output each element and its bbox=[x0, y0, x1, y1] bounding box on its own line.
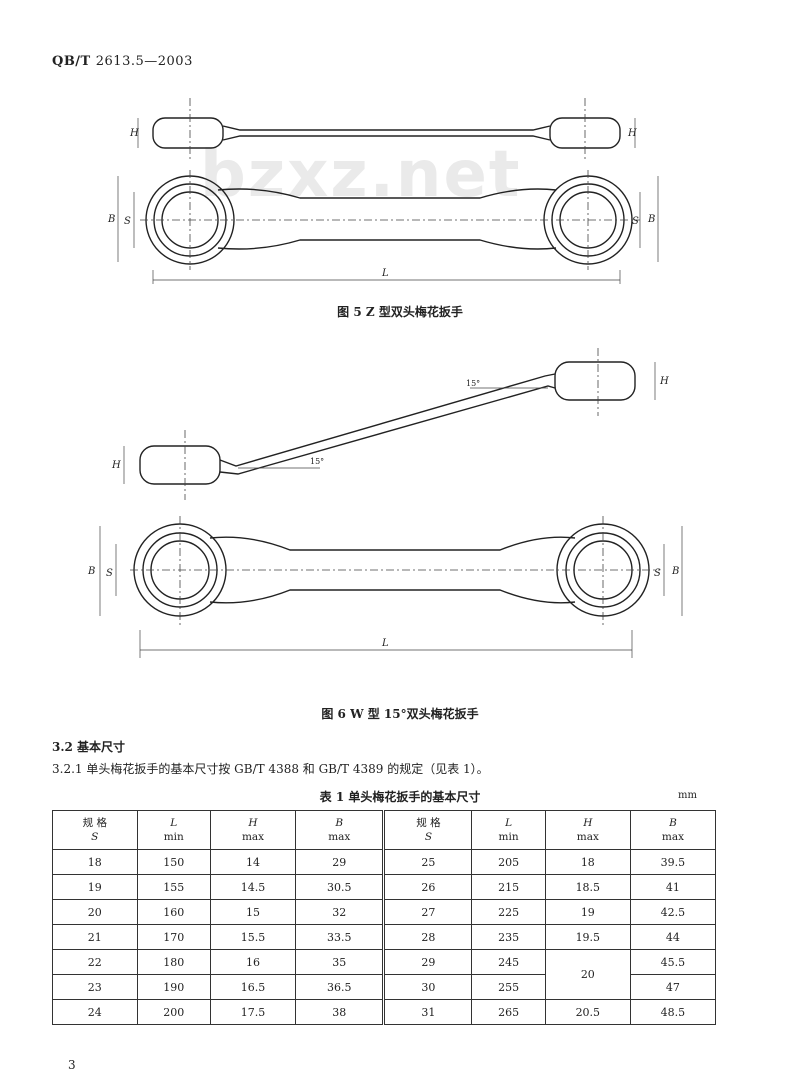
cell: 25 bbox=[382, 849, 473, 875]
cell: 255 bbox=[471, 974, 546, 1000]
cell: 265 bbox=[471, 999, 546, 1025]
table-caption: 表 1 单头梅花扳手的基本尺寸 bbox=[319, 790, 481, 804]
cell: 17.5 bbox=[209, 999, 297, 1025]
svg-text:L: L bbox=[381, 638, 389, 649]
cell: 19 bbox=[52, 874, 138, 900]
cell: 24 bbox=[52, 999, 138, 1025]
table-unit: mm bbox=[678, 790, 697, 801]
svg-text:H: H bbox=[659, 376, 669, 387]
cell: 150 bbox=[136, 849, 211, 875]
figure-6-caption: 图 6 W 型 15°双头梅花扳手 bbox=[321, 707, 479, 721]
cell: 20 bbox=[544, 949, 631, 1000]
svg-text:B: B bbox=[107, 214, 115, 225]
cell: 160 bbox=[136, 899, 211, 925]
section-heading: 3.2 基本尺寸 bbox=[52, 740, 126, 754]
cell: 155 bbox=[136, 874, 211, 900]
svg-text:B: B bbox=[87, 566, 95, 577]
cell: 30 bbox=[382, 974, 473, 1000]
watermark: bzxz.net bbox=[200, 138, 522, 212]
cell: 29 bbox=[382, 949, 473, 975]
cell: 20 bbox=[52, 899, 138, 925]
cell: 33.5 bbox=[295, 924, 385, 950]
cell: 42.5 bbox=[629, 899, 717, 925]
cell: 28 bbox=[382, 924, 473, 950]
cell: 26 bbox=[382, 874, 473, 900]
svg-text:S: S bbox=[106, 568, 113, 579]
cell: 45.5 bbox=[629, 949, 717, 975]
svg-text:15°: 15° bbox=[310, 457, 324, 466]
figure-6-drawing: H H B S B S L 15° 15° bbox=[87, 348, 683, 658]
cell: 30.5 bbox=[295, 874, 385, 900]
cell: 14 bbox=[209, 849, 297, 875]
cell: 19.5 bbox=[544, 924, 631, 950]
svg-text:H: H bbox=[627, 128, 637, 139]
cell: 47 bbox=[629, 974, 717, 1000]
cell: 44 bbox=[629, 924, 717, 950]
cell: 180 bbox=[136, 949, 211, 975]
cell: 14.5 bbox=[209, 874, 297, 900]
cell: 38 bbox=[295, 999, 385, 1025]
cell: 20.5 bbox=[544, 999, 631, 1025]
figure-5-drawing: H H B S B S L bbox=[107, 98, 659, 284]
svg-text:H: H bbox=[129, 128, 139, 139]
cell: 235 bbox=[471, 924, 546, 950]
cell: 18.5 bbox=[544, 874, 631, 900]
section-text: 3.2.1 单头梅花扳手的基本尺寸按 GB/T 4388 和 GB/T 4389… bbox=[52, 762, 489, 776]
cell: 21 bbox=[52, 924, 138, 950]
svg-text:H: H bbox=[111, 460, 121, 471]
cell: 41 bbox=[629, 874, 717, 900]
figure-5-caption: 图 5 Z 型双头梅花扳手 bbox=[337, 305, 463, 319]
standard-code: QB/T 2613.5—2003 bbox=[52, 54, 193, 69]
cell: 29 bbox=[295, 849, 385, 875]
cell: 205 bbox=[471, 849, 546, 875]
cell: 19 bbox=[544, 899, 631, 925]
cell: 36.5 bbox=[295, 974, 385, 1000]
cell: 190 bbox=[136, 974, 211, 1000]
cell: 170 bbox=[136, 924, 211, 950]
cell: 18 bbox=[544, 849, 631, 875]
cell: 225 bbox=[471, 899, 546, 925]
cell: 32 bbox=[295, 899, 385, 925]
cell: 22 bbox=[52, 949, 138, 975]
svg-text:S: S bbox=[654, 568, 661, 579]
page-number: 3 bbox=[68, 1058, 76, 1072]
cell: 200 bbox=[136, 999, 211, 1025]
cell: 18 bbox=[52, 849, 138, 875]
cell: 23 bbox=[52, 974, 138, 1000]
cell: 35 bbox=[295, 949, 385, 975]
cell: 215 bbox=[471, 874, 546, 900]
cell: 39.5 bbox=[629, 849, 717, 875]
cell: 15.5 bbox=[209, 924, 297, 950]
svg-text:B: B bbox=[671, 566, 679, 577]
svg-text:S: S bbox=[124, 216, 131, 227]
svg-text:15°: 15° bbox=[466, 379, 480, 388]
cell: 48.5 bbox=[629, 999, 717, 1025]
cell: 245 bbox=[471, 949, 546, 975]
cell: 16.5 bbox=[209, 974, 297, 1000]
svg-text:B: B bbox=[647, 214, 655, 225]
svg-text:L: L bbox=[381, 268, 389, 279]
cell: 16 bbox=[209, 949, 297, 975]
cell: 31 bbox=[382, 999, 473, 1025]
cell: 15 bbox=[209, 899, 297, 925]
svg-text:S: S bbox=[632, 216, 639, 227]
cell: 27 bbox=[382, 899, 473, 925]
